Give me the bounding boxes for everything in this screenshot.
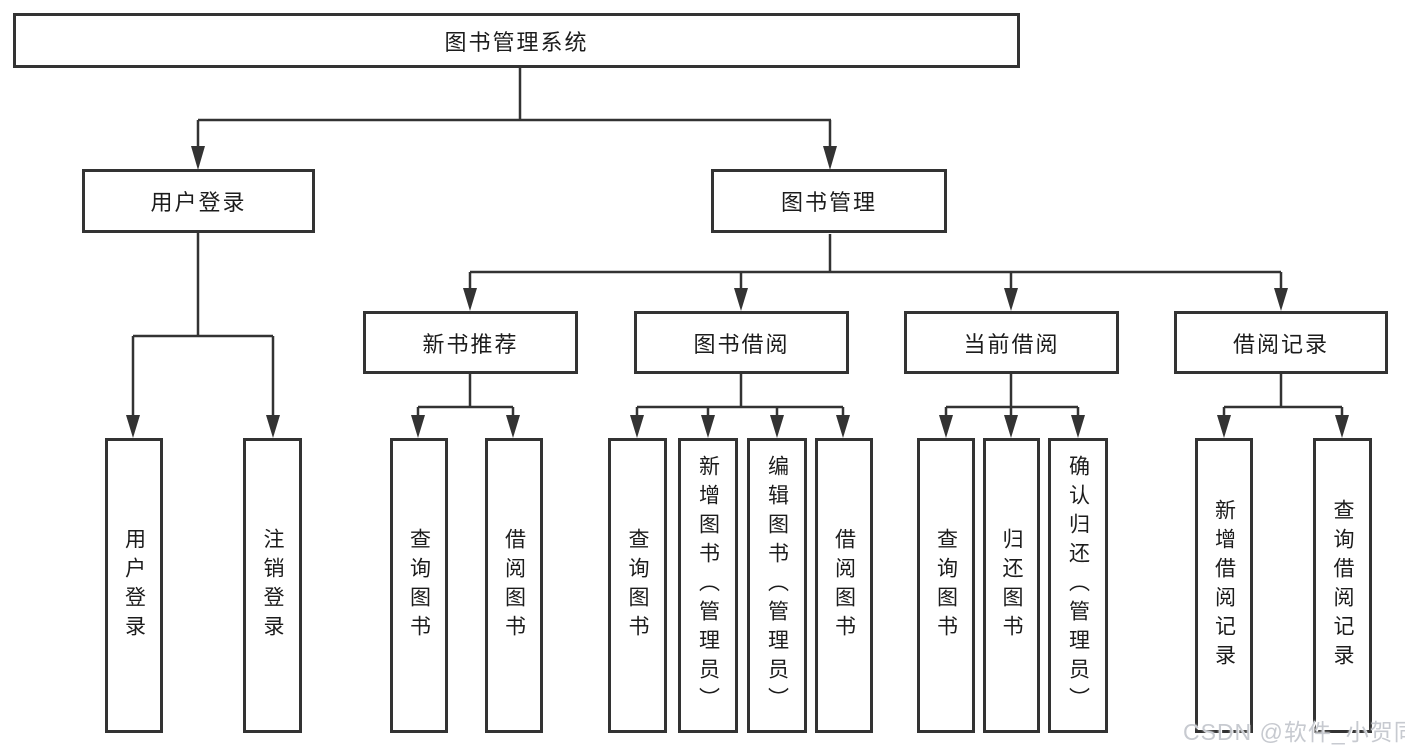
leaf-logout: 注销登录	[243, 438, 302, 733]
leaf-borrow-books-borrowing: 借阅图书	[815, 438, 873, 733]
leaf-label: 新增借阅记录	[1212, 498, 1236, 673]
node-label: 图书管理	[780, 190, 877, 215]
leaf-label: 查询图书	[407, 527, 431, 644]
node-label: 用户登录	[150, 190, 247, 215]
node-label: 图书管理系统	[444, 29, 589, 55]
node-label: 借阅记录	[1232, 331, 1329, 357]
node-book-management: 图书管理	[711, 169, 947, 233]
leaf-label: 用户登录	[122, 527, 146, 644]
leaf-label: 注销登录	[261, 527, 284, 644]
node-book-borrowing: 图书借阅	[634, 311, 849, 374]
leaf-borrow-books-recommend: 借阅图书	[485, 438, 543, 733]
leaf-user-login: 用户登录	[105, 438, 163, 733]
leaf-query-books-recommend: 查询图书	[390, 438, 448, 733]
leaf-label: 借阅图书	[832, 527, 856, 644]
leaf-label: 借阅图书	[502, 527, 526, 644]
leaf-add-borrow-record: 新增借阅记录	[1195, 438, 1253, 733]
leaf-label: 归还图书	[1000, 527, 1023, 644]
leaf-label: 查询借阅记录	[1331, 498, 1354, 673]
node-label: 新书推荐	[422, 331, 519, 357]
node-label: 图书借阅	[693, 331, 790, 357]
node-new-book-recommendation: 新书推荐	[363, 311, 578, 374]
leaf-confirm-return-admin: 确认归还（管理员）	[1048, 438, 1108, 733]
leaf-label: 新增图书（管理员）	[696, 455, 720, 716]
csdn-watermark: CSDN @软件_小贺同学	[1183, 719, 1405, 745]
leaf-return-books: 归还图书	[983, 438, 1040, 733]
leaf-label: 编辑图书（管理员）	[765, 455, 789, 716]
leaf-edit-books-admin: 编辑图书（管理员）	[747, 438, 807, 733]
node-user-login: 用户登录	[82, 169, 315, 233]
leaf-label: 查询图书	[934, 527, 958, 644]
node-current-borrowing: 当前借阅	[904, 311, 1119, 374]
node-label: 当前借阅	[963, 331, 1060, 357]
node-borrowing-records: 借阅记录	[1174, 311, 1388, 374]
leaf-add-books-admin: 新增图书（管理员）	[678, 438, 738, 733]
leaf-label: 查询图书	[626, 527, 649, 644]
leaf-label: 确认归还（管理员）	[1066, 455, 1090, 716]
leaf-query-books-borrowing: 查询图书	[608, 438, 667, 733]
leaf-query-books-current: 查询图书	[917, 438, 975, 733]
leaf-query-borrow-record: 查询借阅记录	[1313, 438, 1372, 733]
node-library-management-system: 图书管理系统	[13, 13, 1020, 68]
